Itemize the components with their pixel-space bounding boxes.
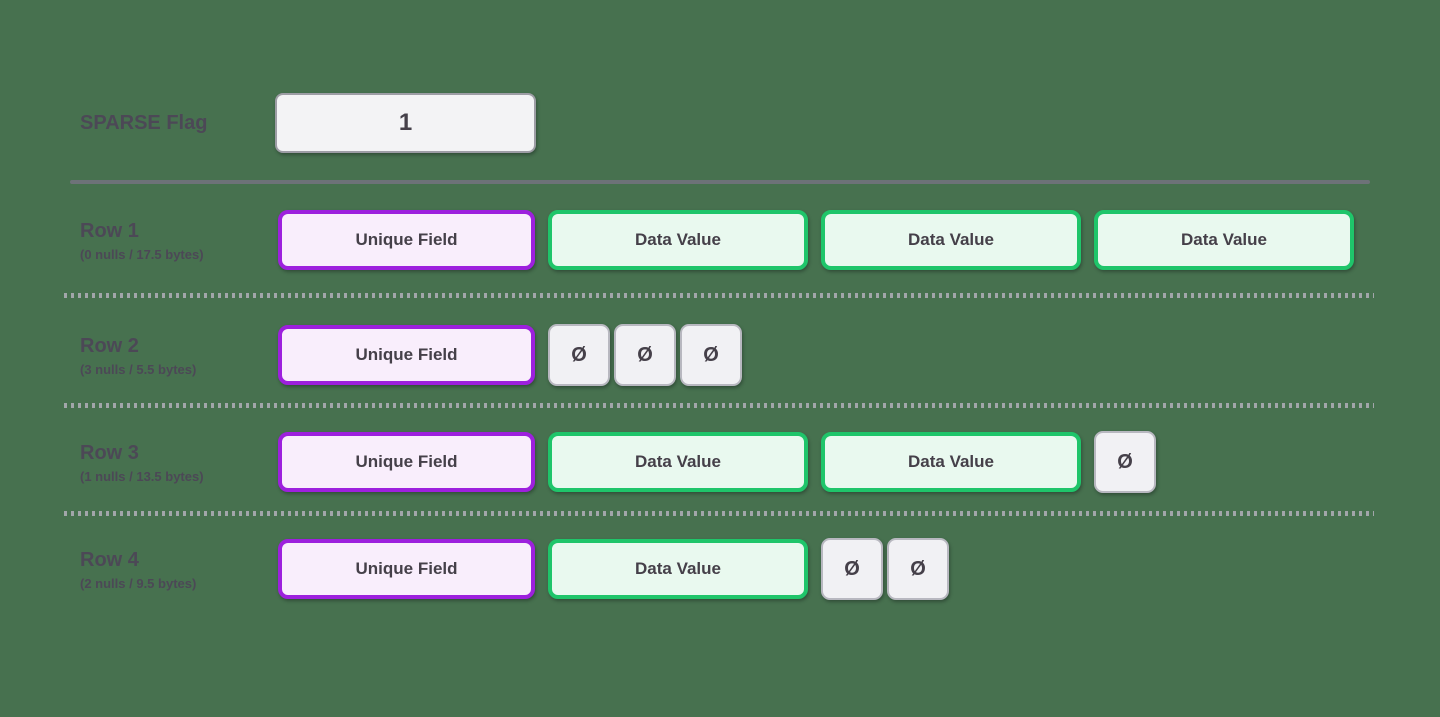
row-divider: [64, 403, 1374, 408]
row-label-block: Row 1 (0 nulls / 17.5 bytes): [80, 219, 278, 262]
null-cell: Ø: [821, 538, 883, 600]
data-value-cell: Data Value: [548, 539, 808, 599]
row-sublabel: (0 nulls / 17.5 bytes): [80, 246, 204, 262]
row-label: Row 3: [80, 441, 139, 464]
row-label: Row 4: [80, 548, 139, 571]
row-label-block: Row 2 (3 nulls / 5.5 bytes): [80, 334, 278, 377]
sparse-flag-label: SPARSE Flag: [80, 111, 208, 134]
data-value-cell: Data Value: [548, 432, 808, 492]
table-row: Row 4 (2 nulls / 9.5 bytes) Unique Field…: [80, 538, 949, 600]
null-cell: Ø: [1094, 431, 1156, 493]
row-divider: [64, 511, 1374, 516]
row-sublabel: (2 nulls / 9.5 bytes): [80, 575, 197, 591]
null-cell: Ø: [680, 324, 742, 386]
row-label: Row 1: [80, 219, 139, 242]
sparse-flag-label-block: SPARSE Flag: [80, 111, 278, 136]
header-divider: [70, 180, 1370, 184]
data-value-cell: Data Value: [821, 210, 1081, 270]
data-value-cell: Data Value: [1094, 210, 1354, 270]
table-row: Row 2 (3 nulls / 5.5 bytes) Unique Field…: [80, 324, 742, 386]
data-value-cell: Data Value: [821, 432, 1081, 492]
sparse-flag-value-box: 1: [275, 93, 536, 153]
sparse-flag-row: SPARSE Flag 1: [80, 93, 536, 153]
row-sublabel: (3 nulls / 5.5 bytes): [80, 361, 197, 377]
table-row: Row 3 (1 nulls / 13.5 bytes) Unique Fiel…: [80, 431, 1156, 493]
row-sublabel: (1 nulls / 13.5 bytes): [80, 468, 204, 484]
null-cell: Ø: [887, 538, 949, 600]
unique-field-cell: Unique Field: [278, 325, 535, 385]
null-cell: Ø: [614, 324, 676, 386]
row-label-block: Row 4 (2 nulls / 9.5 bytes): [80, 548, 278, 591]
row-label-block: Row 3 (1 nulls / 13.5 bytes): [80, 441, 278, 484]
sparse-flag-value: 1: [398, 109, 413, 136]
unique-field-cell: Unique Field: [278, 432, 535, 492]
null-cell: Ø: [548, 324, 610, 386]
row-label: Row 2: [80, 334, 139, 357]
row-divider: [64, 293, 1374, 298]
unique-field-cell: Unique Field: [278, 539, 535, 599]
table-row: Row 1 (0 nulls / 17.5 bytes) Unique Fiel…: [80, 209, 1354, 271]
data-value-cell: Data Value: [548, 210, 808, 270]
unique-field-cell: Unique Field: [278, 210, 535, 270]
